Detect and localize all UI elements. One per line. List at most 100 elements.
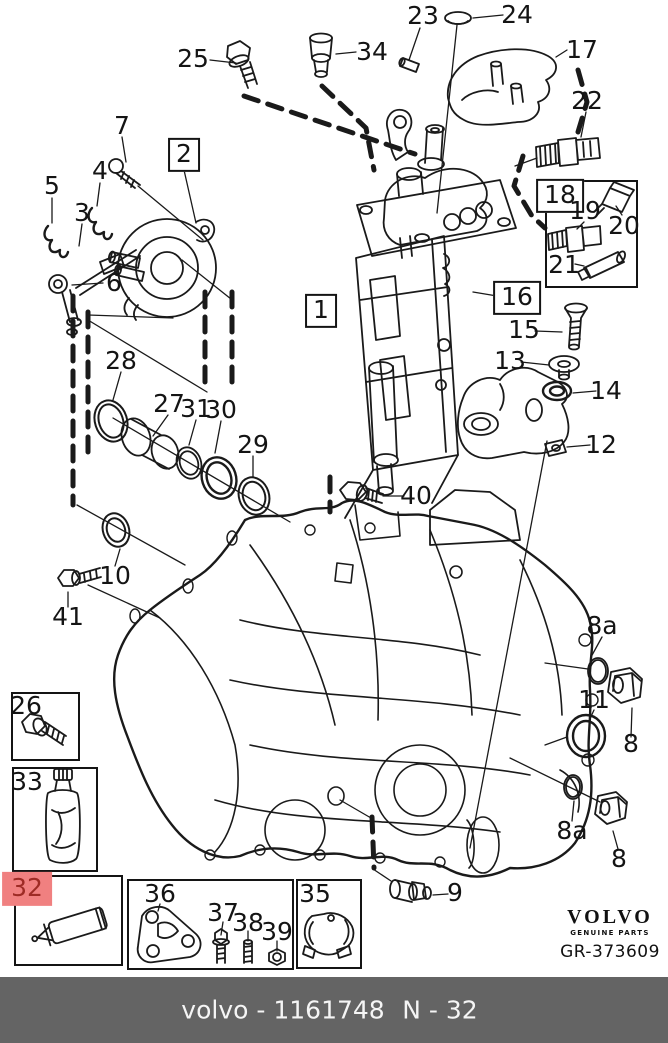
part-label-24[interactable]: 24 [501,0,533,29]
part-label-7[interactable]: 7 [114,110,130,140]
gearbox-housing-drawing [112,489,599,878]
part-label-16[interactable]: 16 [493,280,541,316]
part-5-drawing [43,224,70,259]
part-22-drawing [535,137,601,168]
part-label-17[interactable]: 17 [566,34,598,64]
part-label-9[interactable]: 9 [447,877,463,907]
part-34-drawing [309,32,333,78]
part-11-drawing [565,713,607,759]
part-2-drawing [107,218,217,321]
part-label-20[interactable]: 20 [608,210,640,240]
part-label-28[interactable]: 28 [105,345,137,375]
part-12-drawing [456,366,570,460]
part-24-drawing [444,11,472,25]
part-label-41[interactable]: 41 [52,601,84,631]
group-box-26 [11,692,80,761]
group-box-35 [296,879,362,969]
part-10-drawing [101,512,131,548]
part-36-drawing [136,905,202,964]
selector-housing-drawing [344,108,517,519]
part-label-25[interactable]: 25 [177,43,209,73]
part-3-drawing [48,249,141,336]
part-8-bottom-drawing [594,791,628,825]
part-label-22[interactable]: 22 [571,85,603,115]
part-label-5[interactable]: 5 [44,170,60,200]
part-23-drawing [398,57,420,73]
footer-section-ref: N - 32 [402,995,478,1025]
part-13-drawing [548,355,580,381]
volvo-logo: VOLVO [567,906,653,928]
part-15-drawing [564,302,588,351]
part-38-drawing [243,939,253,964]
part-9-drawing [389,879,432,903]
part-label-27[interactable]: 27 [153,388,185,418]
part-8-top-drawing [607,667,643,704]
part-27-drawing [120,417,180,470]
part-29-drawing [237,476,271,516]
part-label-18[interactable]: 18 [536,178,584,214]
part-label-32[interactable]: 32 [2,871,52,907]
part-37-drawing [212,928,230,964]
part-label-8a-top[interactable]: 8a [586,610,618,640]
part-label-8a-bot[interactable]: 8a [556,815,588,845]
part-label-8-bot[interactable]: 8 [611,843,627,873]
part-label-36[interactable]: 36 [144,878,176,908]
part-label-12[interactable]: 12 [585,429,617,459]
group-box-18 [545,180,638,288]
part-25-drawing [226,40,258,89]
part-label-30[interactable]: 30 [205,394,237,424]
part-20-drawing [593,181,635,216]
part-7-drawing [108,158,141,189]
part-32-drawing [31,906,108,947]
part-label-31[interactable]: 31 [180,393,212,423]
part-31-drawing [175,446,203,480]
part-label-13[interactable]: 13 [494,345,526,375]
part-label-10[interactable]: 10 [99,560,131,590]
part-28-drawing [93,399,129,443]
part-label-21[interactable]: 21 [548,249,580,279]
part-label-38[interactable]: 38 [232,907,264,937]
part-label-26[interactable]: 26 [10,690,42,720]
part-8a-top-drawing [587,657,609,685]
part-label-33[interactable]: 33 [11,766,43,796]
part-label-19[interactable]: 19 [569,195,601,225]
part-label-15[interactable]: 15 [508,314,540,344]
part-4-drawing [87,206,114,241]
part-label-1[interactable]: 1 [305,293,337,329]
leader-lines [51,14,633,952]
part-label-11[interactable]: 11 [578,684,610,714]
part-label-39[interactable]: 39 [261,916,293,946]
part-label-40[interactable]: 40 [400,480,432,510]
group-box-32 [14,875,123,966]
brand-block: VOLVO GENUINE PARTS GR-373609 [558,906,662,962]
part-39-drawing [268,948,286,966]
footer-part-number: volvo - 1161748 [181,995,385,1025]
dashed-guide-lines [70,67,590,871]
part-30-drawing [200,456,238,500]
part-19-drawing [547,225,602,253]
volvo-logo-subtitle: GENUINE PARTS [570,929,650,937]
part-label-23[interactable]: 23 [407,0,439,30]
part-label-37[interactable]: 37 [207,897,239,927]
part-label-34[interactable]: 34 [356,36,388,66]
part-label-14[interactable]: 14 [590,375,622,405]
part-label-4[interactable]: 4 [92,155,108,185]
part-21-drawing [577,250,626,281]
part-33-drawing [45,768,81,864]
footer: volvo - 1161748 N - 32 [0,977,668,1043]
part-label-29[interactable]: 29 [237,429,269,459]
part-41-drawing [57,567,102,587]
part-40-drawing [339,481,384,504]
part-label-3[interactable]: 3 [74,197,90,227]
group-box-33 [12,767,98,872]
part-label-35[interactable]: 35 [299,878,331,908]
part-label-6[interactable]: 6 [106,267,122,297]
part-label-2[interactable]: 2 [168,137,200,173]
group-box-36 [127,879,294,970]
part-label-8-top[interactable]: 8 [623,728,639,758]
part-8a-bottom-drawing [563,774,583,800]
part-26-drawing [21,713,67,746]
figure-reference: GR-373609 [560,942,660,962]
